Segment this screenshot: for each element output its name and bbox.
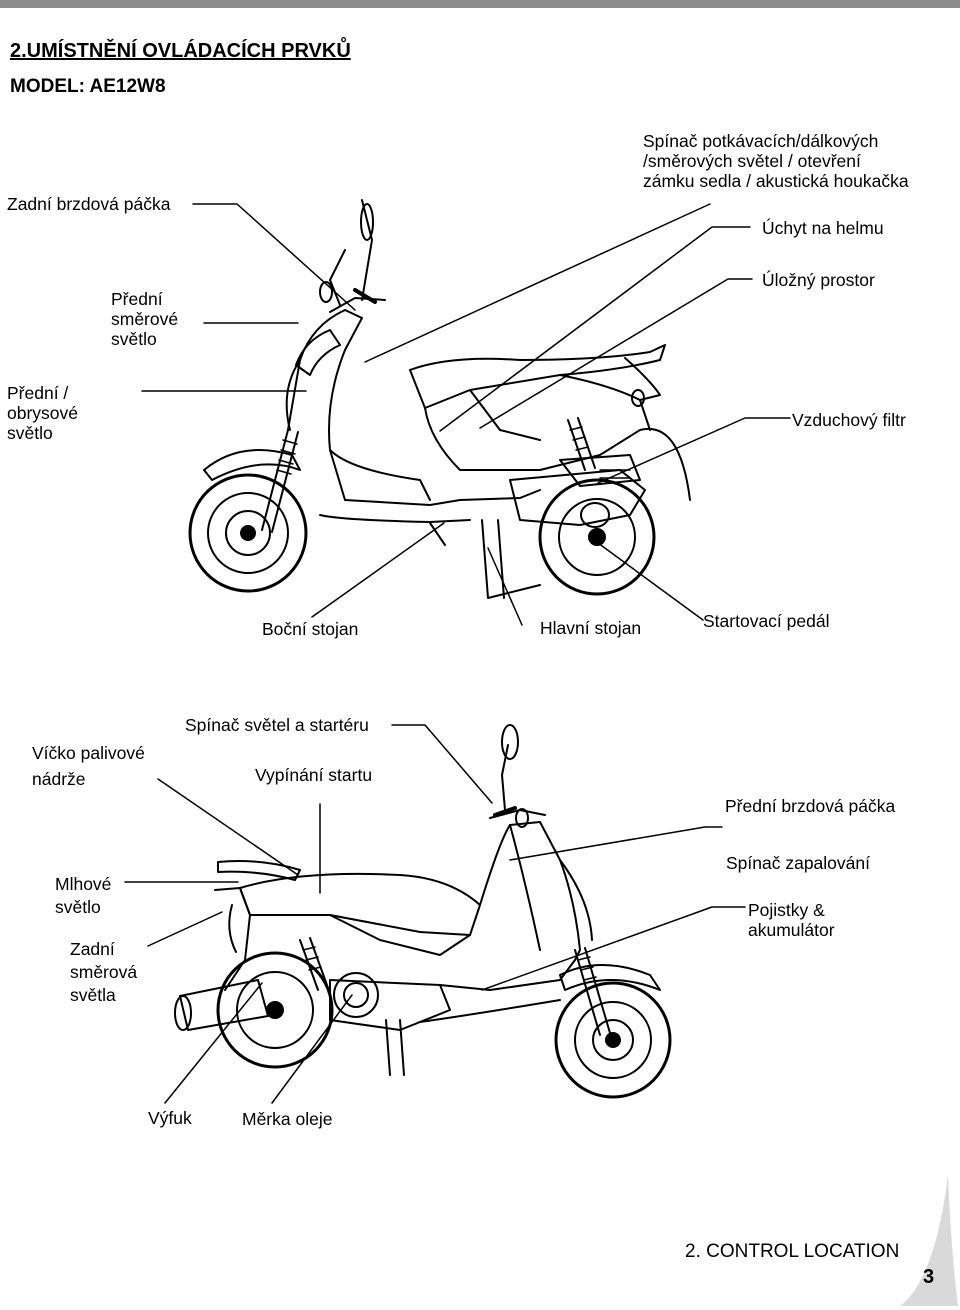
label-exhaust: Výfuk [148, 1108, 192, 1128]
label-helmet-hook: Úchyt na helmu [762, 218, 884, 238]
label-ignition-switch: Spínač zapalování [726, 853, 870, 873]
top-scooter-drawing [188, 199, 691, 599]
page-curl-corner [900, 1175, 958, 1306]
label-storage: Úložný prostor [762, 270, 875, 290]
label-side-stand: Boční stojan [262, 619, 359, 639]
page-number: 3 [923, 1266, 935, 1288]
label-front-turn-light: Přední směrové světlo [111, 289, 179, 349]
bottom-leader-lines [124, 724, 746, 1104]
label-main-stand: Hlavní stojan [540, 618, 642, 638]
footer-section-title: 2. CONTROL LOCATION [685, 1241, 900, 1262]
label-front-position-light: Přední / obrysové světlo [7, 383, 79, 443]
label-kick-pedal: Startovací pedál [703, 611, 830, 631]
label-fog-light: Mlhové světlo [55, 874, 112, 917]
model-name: MODEL: AE12W8 [10, 76, 166, 97]
top-border-bar [0, 0, 960, 8]
top-leader-lines [141, 203, 791, 626]
label-oil-dipstick: Měrka oleje [242, 1109, 333, 1129]
page-title: 2.UMÍSTNĚNÍ OVLÁDACÍCH PRVKŮ [10, 40, 351, 62]
label-front-brake-lever: Přední brzdová páčka [725, 796, 896, 816]
label-rear-turn-lights: Zadní směrová světla [70, 939, 138, 1005]
label-switch-cluster: Spínač potkávacích/dálkových /směrových … [643, 131, 909, 191]
label-fuses-battery: Pojistky & akumulátor [748, 900, 835, 940]
label-fuel-cap: Víčko palivové nádrže [32, 743, 145, 789]
label-air-filter: Vzduchový filtr [792, 410, 906, 430]
label-rear-brake-lever: Zadní brzdová páčka [7, 194, 171, 214]
label-light-starter-switch: Spínač světel a startéru [185, 715, 369, 735]
bottom-scooter-drawing [174, 724, 672, 1099]
label-engine-stop: Vypínání startu [255, 765, 373, 785]
